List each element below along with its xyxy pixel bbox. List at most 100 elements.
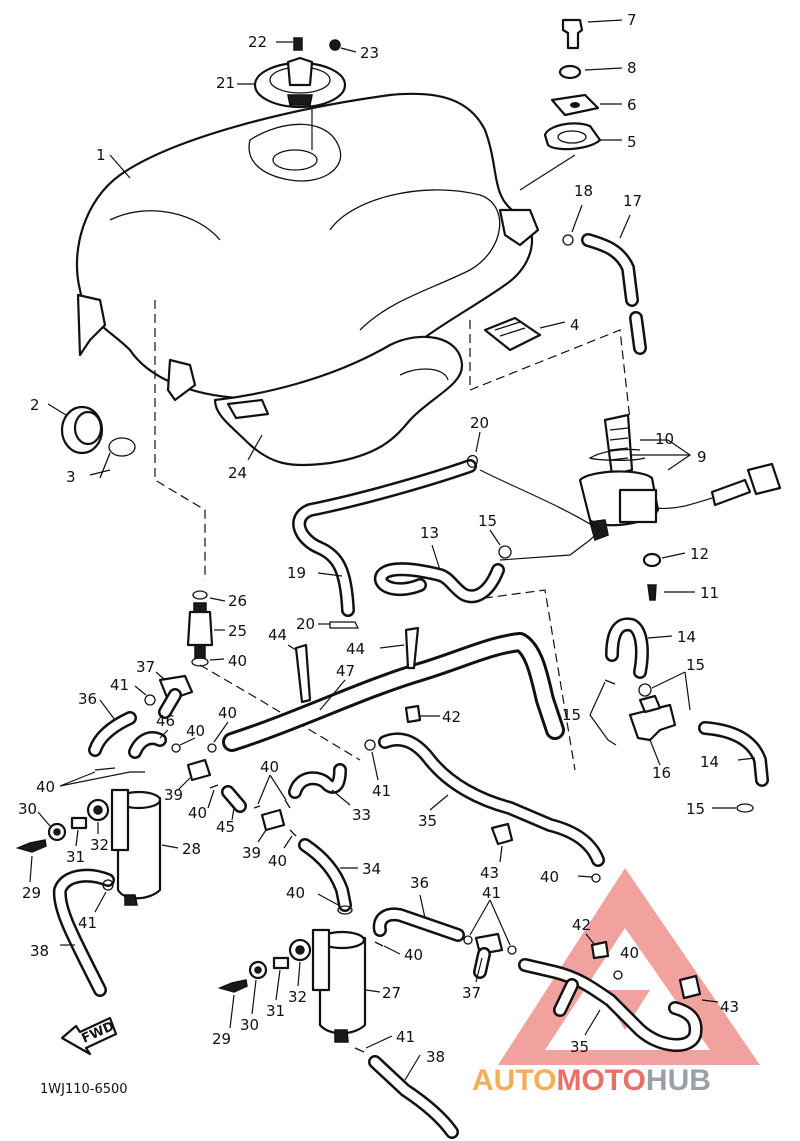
bolt-7	[561, 18, 623, 50]
part-label-42b: 42	[572, 916, 591, 934]
part-labels: 1 2 3 4 5 6 7 8 9 10 11 12 13 14 14 15 1…	[18, 11, 739, 1066]
hose-17	[581, 214, 647, 355]
joint-39b	[260, 808, 286, 832]
fuel-filter-25	[186, 602, 225, 659]
part-label-14a: 14	[677, 628, 696, 646]
hose-36b	[372, 894, 465, 942]
clip-40p	[613, 970, 623, 980]
damper-32b	[288, 938, 312, 962]
clip-41e	[354, 1035, 393, 1053]
washer-30b	[248, 960, 268, 980]
part-label-33: 33	[352, 806, 371, 824]
hose-13	[374, 544, 505, 604]
clip-41b	[364, 739, 379, 781]
bolt-29a	[15, 839, 47, 853]
screw-22	[276, 37, 303, 51]
clip-15b	[638, 671, 691, 711]
part-label-41c: 41	[78, 914, 97, 932]
cap-2	[47, 403, 104, 455]
part-label-24: 24	[228, 464, 247, 482]
collar-31a	[70, 816, 88, 830]
part-label-47: 47	[336, 662, 355, 680]
tank-base-plate	[213, 335, 464, 467]
hose-14a	[605, 617, 673, 679]
part-label-40j: 40	[540, 868, 559, 886]
hose-35-upper	[378, 732, 605, 867]
bolt-29b	[217, 979, 248, 993]
joint-39a	[177, 758, 212, 791]
part-label-37a: 37	[136, 658, 155, 676]
part-label-1: 1	[96, 146, 106, 164]
part-label-10: 10	[655, 430, 674, 448]
part-label-44b: 44	[346, 640, 365, 658]
part-label-35b: 35	[570, 1038, 589, 1056]
canister-28	[110, 788, 179, 906]
part-label-3: 3	[66, 468, 76, 486]
part-label-40h: 40	[286, 884, 305, 902]
hose-14b	[698, 721, 769, 787]
clamp-44b	[379, 626, 420, 670]
clip-40n	[374, 941, 401, 955]
screw-11	[647, 584, 695, 601]
part-label-41e: 41	[396, 1028, 415, 1046]
clip-15d	[712, 803, 754, 813]
washer-30a	[47, 822, 67, 842]
part-label-15c: 15	[562, 706, 581, 724]
clip-40-top	[191, 657, 225, 667]
clip-20	[466, 431, 481, 468]
svg-text:AUTOMOTOHUB: AUTOMOTOHUB	[472, 1064, 711, 1097]
part-label-34: 34	[362, 860, 381, 878]
part-label-5: 5	[627, 133, 637, 151]
hose-45	[221, 785, 247, 821]
part-label-26: 26	[228, 592, 247, 610]
part-label-30a: 30	[18, 800, 37, 818]
clip-43b	[678, 974, 719, 1003]
part-label-38a: 38	[30, 942, 49, 960]
part-label-41a: 41	[110, 676, 129, 694]
part-label-40b: 40	[36, 778, 55, 796]
watermark-auto: AUTO	[472, 1064, 556, 1097]
joint-16	[628, 694, 677, 766]
clamp-42b	[590, 940, 610, 960]
fuel-cap-assembly	[253, 56, 347, 150]
screw-23	[329, 39, 357, 53]
part-label-46: 46	[156, 712, 175, 730]
watermark-text: AUTOMOTOHUB	[472, 1064, 711, 1097]
part-label-38b: 38	[426, 1048, 445, 1066]
clip-41c	[94, 879, 114, 913]
part-label-15d: 15	[686, 800, 705, 818]
clips-41d	[463, 899, 517, 955]
hose-33	[288, 763, 351, 806]
fuel-tank	[75, 92, 540, 402]
part-label-40e: 40	[188, 804, 207, 822]
part-label-18: 18	[574, 182, 593, 200]
part-label-8: 8	[627, 59, 637, 77]
part-label-40k: 40	[620, 944, 639, 962]
part-label-17: 17	[623, 192, 642, 210]
part-label-40c: 40	[186, 722, 205, 740]
collar-8	[558, 64, 623, 80]
collar-31b	[272, 956, 290, 970]
part-label-2: 2	[30, 396, 40, 414]
part-label-29b: 29	[212, 1030, 231, 1048]
part-label-41b: 41	[372, 782, 391, 800]
clips-15c	[589, 679, 617, 746]
clamp-44a	[287, 643, 312, 704]
hose-35-lower	[518, 958, 703, 1052]
fuel-cock	[578, 413, 692, 541]
part-label-23: 23	[360, 44, 379, 62]
part-label-37b: 37	[462, 984, 481, 1002]
part-label-28: 28	[182, 840, 201, 858]
watermark-hub: HUB	[646, 1064, 711, 1097]
joint-37b	[473, 932, 504, 979]
part-label-27: 27	[382, 984, 401, 1002]
part-label-39a: 39	[164, 786, 183, 804]
part-label-44a: 44	[268, 626, 287, 644]
clip-26	[192, 590, 226, 602]
part-label-20b: 20	[296, 615, 315, 633]
part-label-43a: 43	[480, 864, 499, 882]
clip-3	[89, 437, 136, 479]
washer-12	[642, 552, 686, 568]
part-label-40d: 40	[218, 704, 237, 722]
